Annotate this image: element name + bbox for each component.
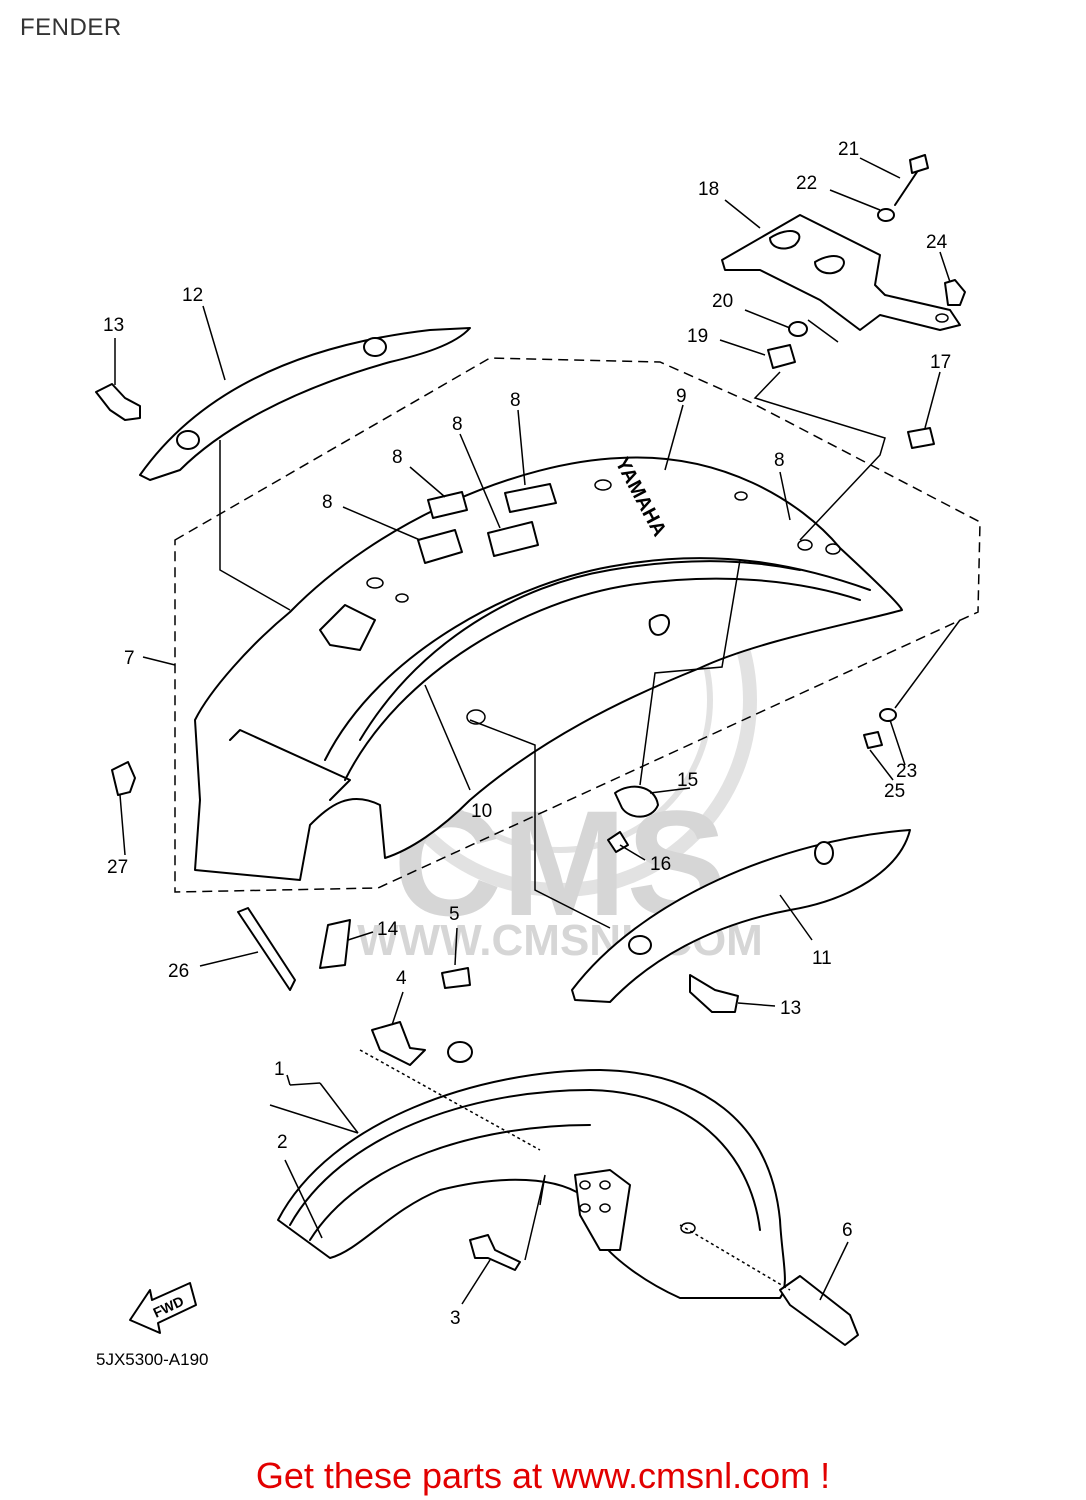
bolt-13-right [689, 974, 739, 1013]
decal [487, 521, 539, 557]
callout-8: 8 [774, 450, 785, 471]
callout-11: 11 [812, 948, 832, 969]
callout-7: 7 [124, 648, 135, 669]
bolt-3 [469, 1234, 521, 1271]
callout-leaders [114, 157, 951, 1305]
callout-19: 19 [687, 326, 708, 347]
callout-13: 13 [103, 315, 124, 336]
clip-27 [111, 761, 136, 796]
nut-4 [447, 1041, 473, 1063]
callout-13: 13 [780, 998, 801, 1019]
rear-fender-stay-right [571, 829, 911, 1003]
callout-25: 25 [884, 781, 905, 802]
damper-19 [767, 344, 796, 369]
damper-14 [319, 919, 351, 969]
callout-24: 24 [926, 232, 948, 253]
damper-17 [907, 427, 935, 449]
reflector-6 [779, 1275, 859, 1346]
callout-6: 6 [842, 1220, 853, 1241]
clamp-15 [614, 785, 659, 818]
callout-15: 15 [677, 770, 698, 791]
rear-fender-stay-left [139, 327, 471, 481]
callout-17: 17 [930, 352, 951, 373]
tie-26 [237, 907, 296, 991]
drawing-code: 5JX5300-A190 [96, 1350, 209, 1369]
hardware [95, 154, 966, 1346]
callout-26: 26 [168, 961, 189, 982]
callout-5: 5 [449, 904, 460, 925]
nut-23 [879, 708, 897, 722]
assembly-outline [174, 357, 981, 893]
callout-12: 12 [182, 285, 203, 306]
callout-21: 21 [838, 139, 859, 160]
seat-bracket [721, 214, 961, 331]
rear-fender: YAMAHA [194, 454, 903, 881]
callout-22: 22 [796, 173, 817, 194]
callout-2: 2 [277, 1132, 288, 1153]
callout-8: 8 [392, 447, 403, 468]
front-fender [277, 1069, 786, 1299]
fwd-arrow-icon: FWD [129, 1282, 197, 1334]
callout-3: 3 [450, 1308, 461, 1329]
callout-20: 20 [712, 291, 733, 312]
spring-5 [441, 967, 471, 989]
callout-10: 10 [471, 801, 492, 822]
nut-25 [863, 731, 883, 749]
washer-22 [877, 208, 895, 222]
callouts: 1 2 3 4 5 6 7 8 8 8 8 8 9 10 11 12 13 13… [103, 139, 951, 1329]
callout-1: 1 [274, 1059, 285, 1080]
callout-14: 14 [377, 919, 399, 940]
callout-8: 8 [452, 414, 463, 435]
callout-4: 4 [396, 968, 407, 989]
callout-16: 16 [650, 854, 671, 875]
decal [504, 483, 557, 513]
callout-23: 23 [896, 761, 917, 782]
footer-cta-link[interactable]: Get these parts at www.cmsnl.com ! [255, 1455, 831, 1496]
cap-24 [944, 279, 966, 306]
callout-18: 18 [698, 179, 719, 200]
decal [417, 529, 463, 564]
bolt-21 [909, 154, 929, 174]
clamp-4 [371, 1021, 426, 1066]
bolt-13-left [95, 383, 141, 421]
decal [427, 491, 468, 519]
collar-20 [788, 321, 808, 337]
callout-8: 8 [510, 390, 521, 411]
callout-8: 8 [322, 492, 333, 513]
page-title: FENDER [20, 14, 122, 41]
leader-lines [219, 319, 961, 1291]
callout-27: 27 [107, 857, 128, 878]
callout-9: 9 [676, 386, 687, 407]
